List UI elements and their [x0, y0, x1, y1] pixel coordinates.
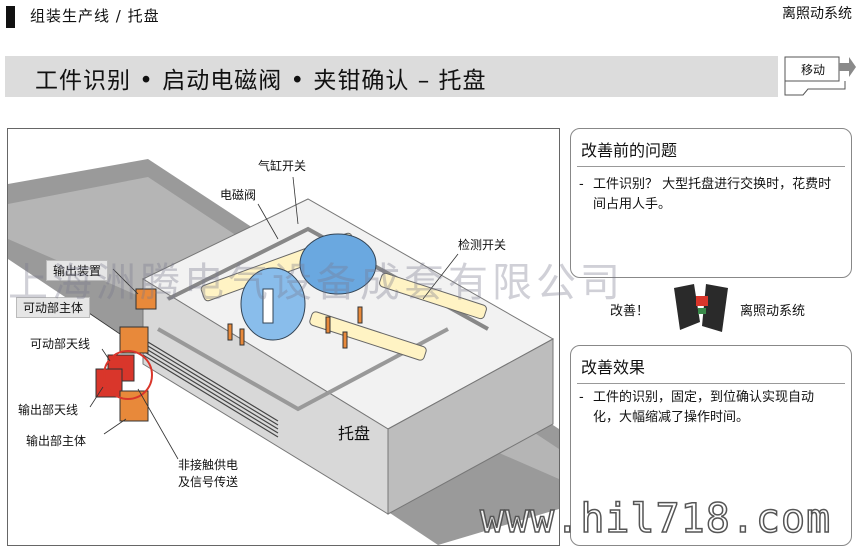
solenoid-valve-detail [262, 288, 274, 324]
panel-before-title: 改善前的问题 [581, 141, 678, 160]
cylinder [379, 272, 487, 320]
improve-label: 改善！ [610, 304, 650, 319]
movable-body-module [119, 326, 149, 354]
panel-before-improvement: 改善前的问题 - 工件识别？ 大型托盘进行交换时，花费时间占用人手。 [570, 128, 852, 278]
product-label: 离照动系统 [740, 304, 806, 319]
list-item-text: 工件识别？ 大型托盘进行交换时，花费时间占用人手。 [593, 177, 832, 212]
callout-output-antenna: 输出部天线 [18, 403, 79, 417]
title-band [5, 56, 778, 97]
noncontact-highlight-circle [103, 350, 153, 400]
company-watermark: 上海洲腾电气设备成套有限公司 [8, 260, 624, 306]
callout-output-body: 输出部主体 [26, 434, 87, 448]
panel-improvement-effect: 改善效果 - 工件的识别，固定，到位确认实现自动化，大幅缩减了操作时间。 [570, 345, 852, 546]
callout-movable-body: 可动部主体 [16, 297, 91, 318]
move-button-label: 移动 [801, 63, 826, 77]
brand-label: 离照动系统 [782, 6, 852, 22]
list-item-text: 工件的识别，固定，到位确认实现自动化，大幅缩减了操作时间。 [593, 390, 815, 425]
pallet-label: 托盘 [338, 424, 370, 443]
output-antenna-module [95, 368, 123, 398]
sensor-product-image [674, 284, 728, 332]
callout-detect-switch: 检测开关 [458, 238, 507, 252]
callout-cylinder-switch: 气缸开关 [258, 159, 307, 173]
output-device-module [135, 288, 157, 310]
locating-pins [227, 306, 363, 349]
panel-divider [577, 383, 845, 384]
site-watermark: www.hil718.com [479, 495, 832, 543]
callout-movable-antenna: 可动部天线 [30, 337, 91, 351]
solenoid-valve-body [299, 233, 377, 295]
pallet-illustration: 托盘 [8, 159, 559, 545]
header-accent-bar [6, 6, 15, 28]
pallet-diagram: 托盘 气缸开关 电磁阀 检测开关 输出装置 可动部主体 可动部天线 输出部天线 … [7, 128, 560, 546]
callout-noncontact-line2: 及信号传送 [178, 475, 239, 489]
move-button[interactable]: 移动 [783, 55, 857, 99]
bullet-dash-icon: - [579, 390, 584, 405]
output-body-module [119, 390, 149, 422]
bullet-dash-icon: - [579, 177, 584, 192]
callout-solenoid-valve: 电磁阀 [220, 188, 257, 202]
rail [157, 327, 449, 412]
callout-noncontact-line1: 非接触供电 [178, 458, 239, 472]
cylinder [309, 311, 427, 361]
panel-divider [577, 166, 845, 167]
page-title: 工件识别 • 启动电磁阀 • 夹钳确认 – 托盘 [35, 68, 487, 94]
move-arrow-icon [784, 56, 856, 96]
callout-output-device: 输出装置 [46, 260, 109, 281]
breadcrumb: 组装生产线 / 托盘 [30, 7, 160, 25]
panel-effect-title: 改善效果 [581, 358, 646, 377]
cable-bundle [142, 338, 279, 438]
pallet-side-right [387, 338, 554, 515]
